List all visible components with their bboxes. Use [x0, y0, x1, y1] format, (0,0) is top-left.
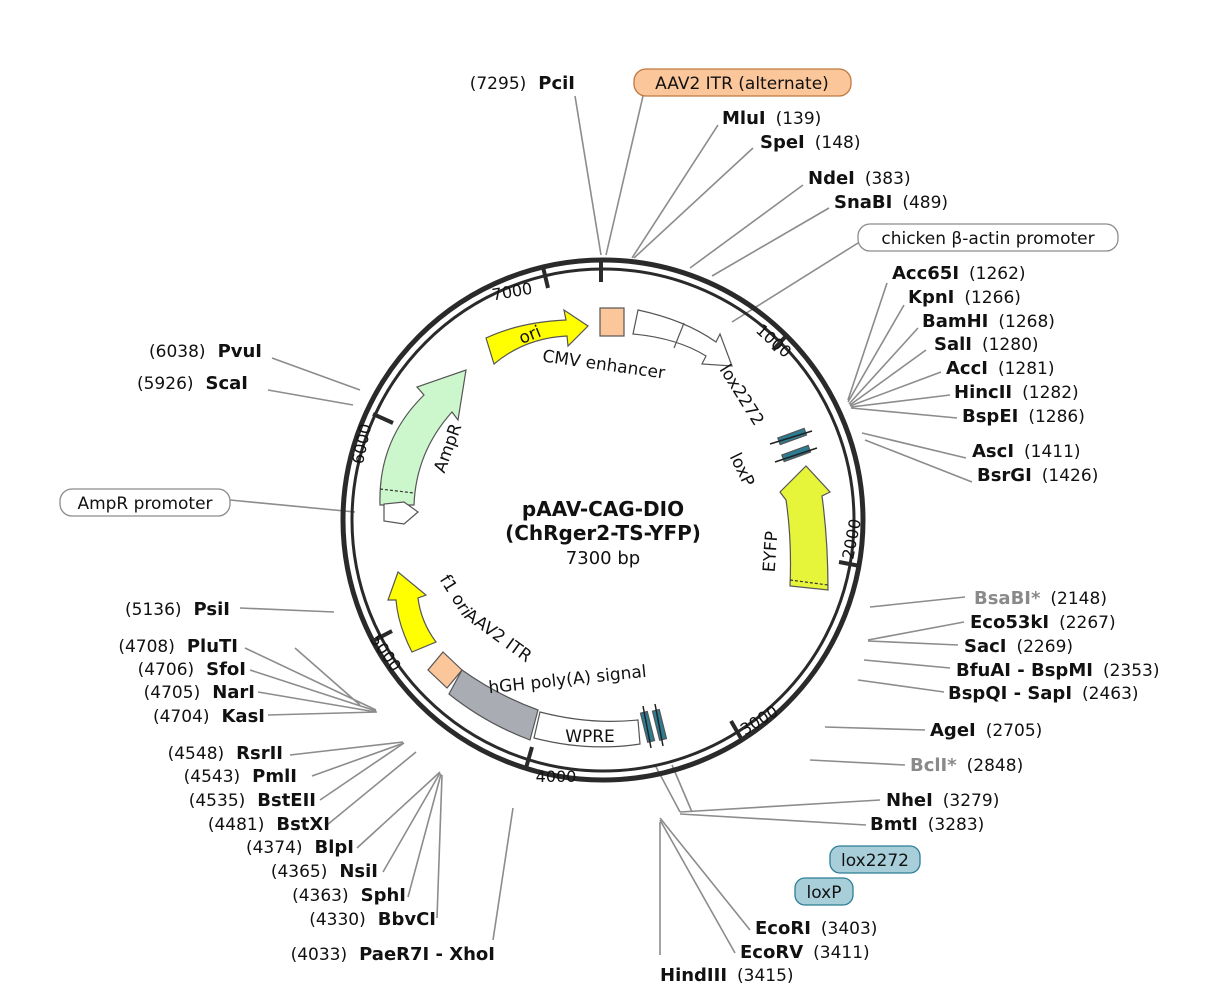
- center-title: pAAV-CAG-DIO (ChRger2-TS-YFP) 7300 bp: [505, 497, 701, 569]
- site-acci[interactable]: AccI(1281): [946, 358, 1055, 379]
- site-bsabi[interactable]: BsaBI*(2148): [974, 588, 1107, 609]
- site-bcli[interactable]: BclI*(2848): [910, 755, 1023, 776]
- wpre-label: WPRE: [565, 727, 615, 747]
- site-ndei[interactable]: NdeI(383): [808, 168, 911, 189]
- site-kpni[interactable]: KpnI(1266): [908, 287, 1021, 308]
- site-bsteii[interactable]: (4535)BstEII: [189, 790, 316, 811]
- site-saci[interactable]: SacI(2269): [964, 636, 1073, 657]
- site-nari[interactable]: (4705)NarI: [144, 682, 255, 703]
- callout-loxp-label: loxP: [807, 883, 842, 903]
- site-hindiii[interactable]: HindIII(3415): [660, 965, 794, 986]
- plasmid-name-2: (ChRger2-TS-YFP): [505, 521, 701, 545]
- callout-loxp[interactable]: loxP: [794, 877, 854, 906]
- eyfp-feature[interactable]: [779, 465, 831, 591]
- site-nhei[interactable]: NheI(3279): [886, 790, 999, 811]
- site-psii[interactable]: (5136)PsiI: [125, 599, 230, 620]
- site-hincii[interactable]: HincII(1282): [954, 382, 1079, 403]
- site-bspqi[interactable]: BspQI - SapI(2463): [948, 683, 1139, 704]
- site-agei[interactable]: AgeI(2705): [930, 720, 1042, 741]
- site-snabi[interactable]: SnaBI(489): [834, 192, 948, 213]
- site-bamhi[interactable]: BamHI(1268): [922, 311, 1055, 332]
- site-scai[interactable]: (5926)ScaI: [137, 373, 248, 394]
- site-nsii[interactable]: (4365)NsiI: [271, 861, 378, 882]
- site-eco53ki[interactable]: Eco53kI(2267): [970, 612, 1116, 633]
- site-ecori[interactable]: EcoRI(3403): [755, 918, 877, 939]
- site-mlui[interactable]: MluI(139): [722, 108, 821, 129]
- aav2itr-label: AAV2 ITR: [461, 605, 536, 667]
- ampr-promoter-feature[interactable]: [383, 501, 419, 525]
- site-spei[interactable]: SpeI(148): [760, 132, 860, 153]
- tick-3000: 3000: [737, 701, 782, 739]
- aav2-itr-feature[interactable]: [427, 651, 463, 689]
- f1-ori-feature[interactable]: [387, 570, 437, 653]
- cmv-enhancer-feature[interactable]: [632, 309, 733, 367]
- site-bbvci[interactable]: (4330)BbvCI: [309, 909, 436, 930]
- site-ecorv[interactable]: EcoRV(3411): [740, 942, 870, 963]
- lox2272-label: lox2272: [715, 361, 768, 429]
- site-bspei[interactable]: BspEI(1286): [962, 406, 1085, 427]
- site-bsrgi[interactable]: BsrGI(1426): [977, 465, 1098, 486]
- callout-chicken-actin[interactable]: chicken β-actin promoter: [857, 223, 1119, 252]
- tick-marks: [372, 260, 861, 769]
- callout-boxes: AAV2 ITR (alternate) chicken β-actin pro…: [59, 68, 1119, 906]
- callout-lox2272-label: lox2272: [841, 851, 909, 871]
- site-bstxi[interactable]: (4481)BstXI: [208, 814, 330, 835]
- site-bmti[interactable]: BmtI(3283): [870, 814, 984, 835]
- callout-aav2-itr-alt-label: AAV2 ITR (alternate): [655, 74, 829, 94]
- cmv-label: CMV enhancer: [541, 347, 666, 384]
- tick-6000: 6000: [348, 422, 375, 466]
- ori-feature[interactable]: [485, 308, 589, 366]
- site-rsrii[interactable]: (4548)RsrII: [168, 743, 283, 764]
- loxp-feature[interactable]: [781, 444, 812, 463]
- callout-ampr-promoter[interactable]: AmpR promoter: [59, 488, 231, 517]
- site-acc65i[interactable]: Acc65I(1262): [892, 263, 1026, 284]
- eyfp-label: EYFP: [760, 530, 783, 572]
- site-asci[interactable]: AscI(1411): [972, 441, 1081, 462]
- callout-lox2272[interactable]: lox2272: [829, 845, 921, 874]
- site-sphi[interactable]: (4363)SphI: [292, 885, 406, 906]
- callout-aav2-itr-alt[interactable]: AAV2 ITR (alternate): [633, 68, 852, 97]
- site-sali[interactable]: SalI(1280): [934, 334, 1039, 355]
- plasmid-size: 7300 bp: [566, 548, 640, 569]
- site-blpi[interactable]: (4374)BlpI: [246, 837, 354, 858]
- aav2-itr-alt-feature[interactable]: [599, 307, 625, 337]
- site-bfuai[interactable]: BfuAI - BspMI(2353): [956, 660, 1159, 681]
- site-sfoi[interactable]: (4706)SfoI: [138, 659, 246, 680]
- hgh-polya-feature[interactable]: [448, 669, 539, 741]
- site-pluti[interactable]: (4708)PluTI: [118, 636, 238, 657]
- wpre-feature[interactable]: [533, 711, 641, 748]
- enzyme-labels: (7295)PciI MluI(139) SpeI(148) NdeI(383)…: [118, 73, 1159, 986]
- site-kasi[interactable]: (4704)KasI: [153, 706, 265, 727]
- tick-4000: 4000: [536, 767, 577, 786]
- f1ori-label: f1 ori: [435, 571, 475, 619]
- site-pcii[interactable]: (7295)PciI: [470, 73, 575, 94]
- loxp-label: loxP: [725, 450, 758, 490]
- leader-lines: [229, 95, 973, 955]
- site-pvui[interactable]: (6038)PvuI: [149, 341, 262, 362]
- features: [379, 307, 831, 749]
- site-pmli[interactable]: (4543)PmlI: [184, 766, 297, 787]
- plasmid-name: pAAV-CAG-DIO: [522, 497, 684, 521]
- site-paer7i[interactable]: (4033)PaeR7I - XhoI: [291, 944, 495, 965]
- ampr-feature[interactable]: [379, 369, 467, 506]
- callout-ampr-promoter-label: AmpR promoter: [77, 494, 212, 514]
- hgh-label: hGH poly(A) signal: [488, 662, 648, 698]
- callout-chicken-actin-label: chicken β-actin promoter: [881, 229, 1094, 249]
